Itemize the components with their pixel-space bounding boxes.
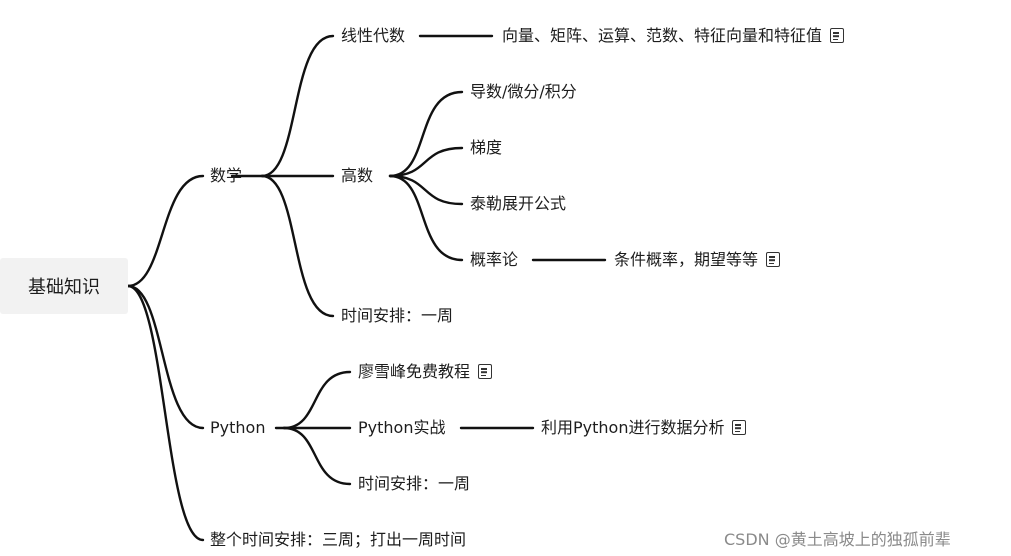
node-python-practice-detail-label: 利用Python进行数据分析 — [541, 418, 725, 437]
edge-python-schedule — [282, 426, 352, 486]
note-icon[interactable] — [732, 420, 747, 435]
edge-calc-taylor — [388, 174, 464, 206]
node-python-label: Python — [210, 418, 266, 437]
node-taylor[interactable]: 泰勒展开公式 — [470, 194, 566, 214]
node-python[interactable]: Python — [210, 418, 265, 438]
node-linear-algebra-detail[interactable]: 向量、矩阵、运算、范数、特征向量和特征值 — [502, 26, 845, 46]
node-tutorial[interactable]: 廖雪峰免费教程 — [358, 362, 493, 382]
watermark: CSDN @黄土高坡上的独孤前辈 — [724, 530, 951, 549]
node-python-schedule-label: 时间安排：一周 — [358, 474, 471, 493]
node-calculus-label: 高数 — [341, 166, 374, 185]
note-icon[interactable] — [766, 252, 781, 267]
node-taylor-label: 泰勒展开公式 — [470, 194, 567, 213]
node-derivative[interactable]: 导数/微分/积分 — [470, 82, 577, 102]
note-icon[interactable] — [830, 28, 845, 43]
node-gradient[interactable]: 梯度 — [470, 138, 502, 158]
node-calculus[interactable]: 高数 — [341, 166, 373, 186]
node-probability-label: 概率论 — [470, 250, 519, 269]
edge-calc-probability — [388, 174, 464, 262]
node-probability[interactable]: 概率论 — [470, 250, 518, 270]
root-label: 基础知识 — [28, 277, 100, 298]
note-icon[interactable] — [478, 364, 493, 379]
node-linear-algebra[interactable]: 线性代数 — [341, 26, 405, 46]
node-math-schedule[interactable]: 时间安排：一周 — [341, 306, 453, 326]
node-probability-detail-label: 条件概率，期望等等 — [614, 250, 759, 269]
root-node[interactable]: 基础知识 — [0, 258, 128, 314]
node-derivative-label: 导数/微分/积分 — [470, 82, 577, 101]
node-linear-algebra-label: 线性代数 — [341, 26, 406, 45]
edge-root-python — [126, 284, 205, 430]
node-tutorial-label: 廖雪峰免费教程 — [358, 362, 471, 381]
node-linear-algebra-detail-label: 向量、矩阵、运算、范数、特征向量和特征值 — [502, 26, 823, 45]
node-python-practice[interactable]: Python实战 — [358, 418, 445, 438]
node-python-practice-detail[interactable]: 利用Python进行数据分析 — [541, 418, 747, 438]
edge-calc-gradient — [388, 146, 464, 178]
node-overall-schedule[interactable]: 整个时间安排：三周；打出一周时间 — [210, 530, 466, 550]
node-probability-detail[interactable]: 条件概率，期望等等 — [614, 250, 781, 270]
edge-math-schedule — [260, 174, 335, 318]
node-python-practice-label: Python实战 — [358, 418, 446, 437]
node-math[interactable]: 数学 — [210, 166, 242, 186]
node-math-schedule-label: 时间安排：一周 — [341, 306, 454, 325]
edge-root-math — [126, 174, 205, 288]
node-python-schedule[interactable]: 时间安排：一周 — [358, 474, 470, 494]
edge-python-tutorial — [282, 370, 352, 430]
edge-math-linear — [260, 34, 335, 178]
node-math-label: 数学 — [210, 166, 243, 185]
edge-root-overall — [126, 284, 205, 542]
node-overall-schedule-label: 整个时间安排：三周；打出一周时间 — [210, 530, 467, 549]
node-gradient-label: 梯度 — [470, 138, 503, 157]
edge-calc-derivative — [388, 90, 464, 178]
